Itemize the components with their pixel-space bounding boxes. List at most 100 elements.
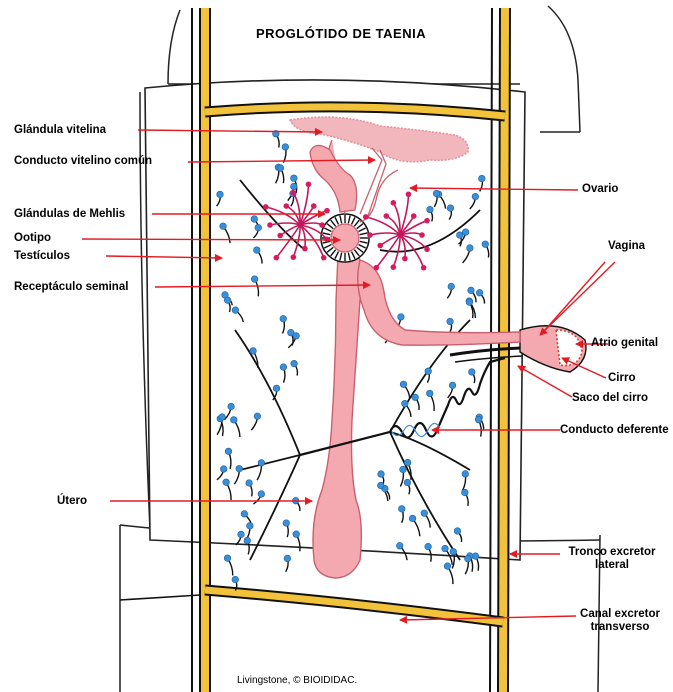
testis-follicle: [217, 191, 224, 198]
testis-follicle: [425, 543, 432, 550]
testis-follicle: [251, 276, 258, 283]
testis-follicle: [251, 216, 258, 223]
testis-follicle: [277, 165, 284, 172]
label-tronco-line2: lateral: [558, 559, 666, 572]
ovary-follicle: [302, 246, 308, 252]
ovary-follicle: [274, 255, 280, 261]
label-tronco-excretor: Tronco excretor lateral: [558, 546, 666, 572]
testis-follicle: [254, 413, 261, 420]
testis-follicle: [228, 403, 235, 410]
testis-follicle: [400, 466, 407, 473]
ovary-follicle: [374, 265, 380, 271]
testis-follicle: [280, 364, 287, 371]
testis-follicle: [246, 480, 253, 487]
ovary-follicle: [321, 255, 327, 261]
testis-follicle: [398, 506, 405, 513]
testis-follicle: [238, 531, 245, 538]
testis-follicle: [291, 360, 298, 367]
testis-follicle: [404, 479, 411, 486]
testis-follicle: [396, 542, 403, 549]
testis-follicle: [398, 314, 405, 321]
ovary-follicle: [311, 203, 317, 209]
testis-follicle: [468, 287, 475, 294]
testis-follicle: [378, 471, 385, 478]
testis-follicle: [472, 193, 479, 200]
diagram-title: PROGLÓTIDO DE TAENIA: [256, 26, 426, 41]
testis-follicle: [244, 537, 251, 544]
label-saco-cirro: Saco del cirro: [572, 392, 648, 405]
testis-follicle: [466, 299, 473, 306]
testis-follicle: [450, 548, 457, 555]
testis-follicle: [223, 479, 230, 486]
ovary-follicle: [324, 208, 330, 214]
testis-follicle: [283, 520, 290, 527]
label-glandula-vitelina: Glándula vitelina: [14, 124, 106, 137]
ovary-follicle: [367, 232, 373, 238]
testis-follicle: [447, 205, 454, 212]
testis-follicle: [232, 576, 239, 583]
testis-follicle: [427, 206, 434, 213]
testis-follicle: [225, 448, 232, 455]
testis-follicle: [421, 510, 428, 517]
testis-follicle: [258, 459, 265, 466]
ovary-follicle: [421, 265, 427, 271]
testis-follicle: [291, 175, 298, 182]
testis-follicle: [255, 224, 262, 231]
testis-follicle: [433, 190, 440, 197]
label-canal-line1: Canal excretor: [572, 608, 668, 621]
label-cirro: Cirro: [608, 372, 635, 385]
ovary-follicle: [291, 254, 297, 260]
credit-text: Livingstone, © BIOIDIDAC.: [237, 675, 357, 686]
testis-follicle: [448, 283, 455, 290]
testis-follicle: [447, 318, 454, 325]
testis-follicle: [250, 348, 257, 355]
label-ootipo: Ootipo: [14, 232, 51, 245]
testis-follicle: [449, 382, 456, 389]
testis-follicle: [426, 390, 433, 397]
testis-follicle: [482, 241, 489, 248]
label-utero: Útero: [57, 495, 87, 508]
testis-follicle: [462, 489, 469, 496]
testis-follicle: [479, 175, 486, 182]
testis-follicle: [462, 471, 469, 478]
ovary-follicle: [363, 214, 369, 220]
ovary-follicle: [383, 213, 389, 219]
label-testiculos: Testículos: [14, 250, 70, 263]
ovary-follicle: [402, 256, 408, 262]
ovary-follicle: [406, 191, 412, 197]
testis-follicle: [467, 245, 474, 252]
testis-follicle: [219, 414, 226, 421]
label-canal-line2: transverso: [572, 621, 668, 634]
label-tronco-line1: Tronco excretor: [558, 546, 666, 559]
ovary-follicle: [391, 200, 397, 206]
ovary-follicle: [277, 233, 283, 239]
ovary-follicle: [411, 213, 417, 219]
testis-follicle: [444, 563, 451, 570]
testis-follicle: [253, 247, 260, 254]
testis-follicle: [222, 292, 229, 299]
testis-follicle: [284, 555, 291, 562]
label-conducto-deferente: Conducto deferente: [560, 424, 669, 437]
testis-follicle: [247, 523, 254, 530]
testis-follicle: [454, 528, 461, 535]
testis-follicle: [465, 555, 472, 562]
ovary-follicle: [283, 203, 289, 209]
label-canal-excretor: Canal excretor transverso: [572, 608, 668, 634]
ovary-follicle: [424, 247, 430, 253]
testis-follicle: [236, 465, 243, 472]
testis-follicle: [442, 545, 449, 552]
testis-follicle: [293, 333, 300, 340]
testis-follicle: [258, 491, 265, 498]
testis-follicle: [456, 232, 463, 239]
testis-follicle: [290, 183, 297, 190]
testis-follicle: [220, 223, 227, 230]
ovary-follicle: [306, 181, 312, 187]
ovary-follicle: [263, 204, 269, 210]
ovary-follicle: [377, 243, 383, 249]
label-atrio-genital: Atrio genital: [591, 337, 658, 350]
testis-follicle: [241, 511, 248, 518]
testis-follicle: [293, 531, 300, 538]
testis-follicle: [475, 416, 482, 423]
testis-follicle: [220, 466, 227, 473]
